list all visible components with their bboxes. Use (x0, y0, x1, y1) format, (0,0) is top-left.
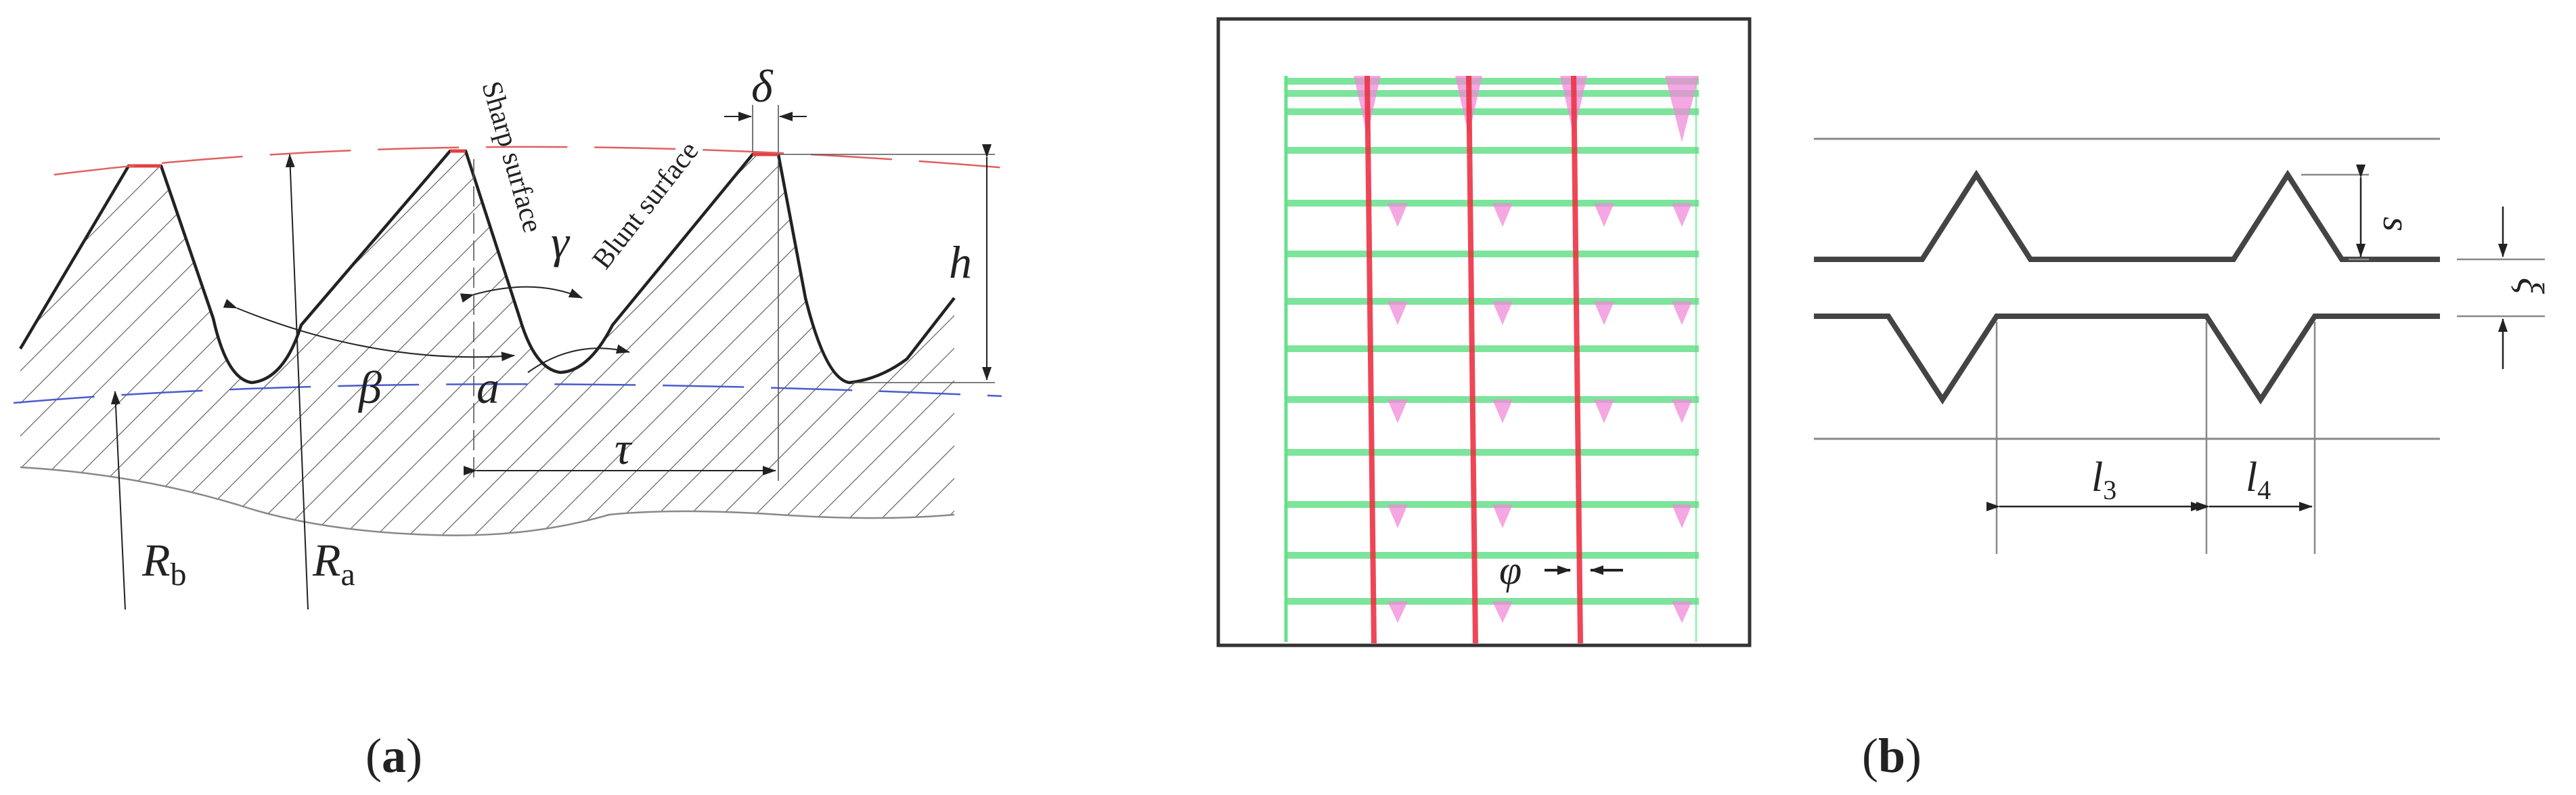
ra-radius-line (285, 154, 309, 610)
tooth-profile (19, 149, 956, 385)
beta-arc (223, 299, 515, 362)
label-a: a (476, 362, 499, 413)
upper-profile (1814, 169, 2440, 262)
label-xi: ξ (2509, 278, 2551, 294)
root-circle (13, 383, 1002, 404)
label-l3: l3 (2091, 454, 2116, 505)
lower-profile (1814, 314, 2440, 405)
gear-body (20, 151, 954, 536)
gamma-arc (460, 286, 583, 303)
label-gamma: γ (551, 216, 571, 267)
label-phi: φ (1499, 548, 1522, 593)
label-h: h (949, 236, 972, 288)
label-rb: Rb (141, 534, 187, 593)
gear-body-bottom-edge (20, 466, 955, 536)
label-ra: Ra (312, 534, 355, 593)
label-l4: l4 (2246, 454, 2271, 505)
label-delta: δ (751, 60, 774, 112)
panel-b-schematic: s ξ l3 l4 (b) (1814, 137, 2551, 783)
caption-b: (b) (1862, 729, 1922, 783)
caption-a: (a) (365, 729, 422, 783)
panel-a: Sharp surface Blunt surface δ γ h β a τ … (13, 60, 1023, 783)
red-lines (1364, 75, 1583, 644)
tip-circle (53, 146, 1023, 176)
label-beta: β (357, 362, 382, 413)
blunt-arc (527, 344, 630, 373)
rb-radius-line (110, 391, 126, 610)
label-tau: τ (615, 423, 633, 474)
panel-b-mesh: φ (1216, 17, 1752, 647)
mesh-frame (1216, 17, 1752, 647)
label-s: s (2375, 217, 2417, 232)
